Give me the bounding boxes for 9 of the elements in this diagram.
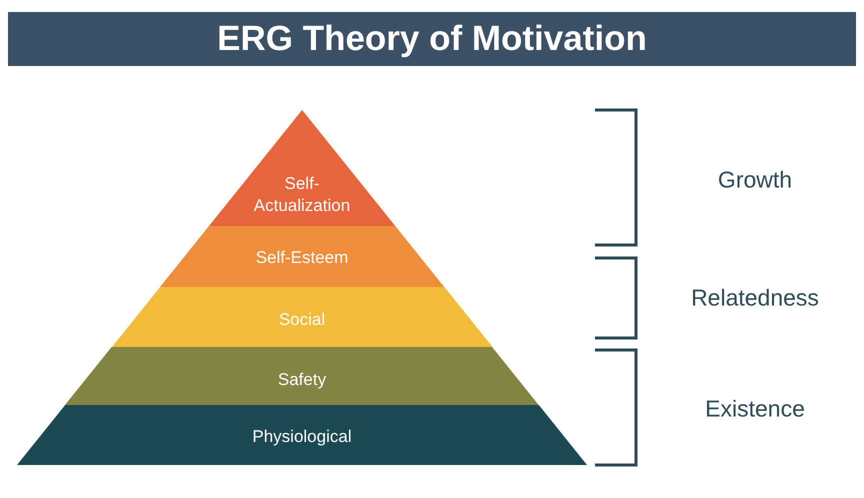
group-label: Existence — [705, 396, 805, 422]
level-label: Self-Actualization — [252, 172, 352, 217]
level-label: Social — [278, 308, 326, 331]
group-label: Relatedness — [691, 284, 819, 312]
group-label: Growth — [718, 166, 792, 194]
title-banner: ERG Theory of Motivation — [8, 12, 856, 66]
level-label: Physiological — [251, 426, 353, 448]
level-label: Safety — [276, 368, 328, 391]
level-label: Self-Esteem — [254, 246, 350, 269]
